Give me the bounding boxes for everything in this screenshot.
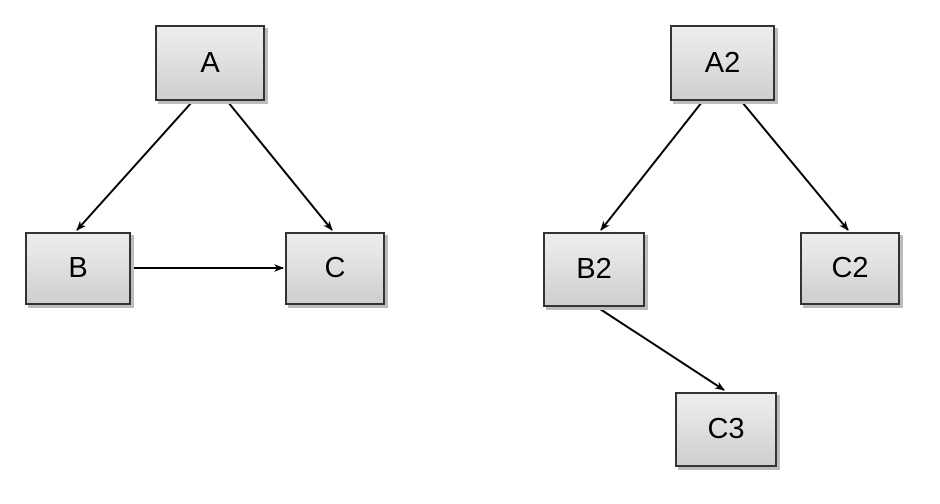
node-label: A xyxy=(200,46,220,79)
node-c[interactable]: C xyxy=(285,232,385,305)
node-label: C xyxy=(324,252,346,284)
node-label: B2 xyxy=(576,253,612,285)
node-a2[interactable]: A2 xyxy=(670,25,775,101)
node-c2[interactable]: C2 xyxy=(800,232,900,305)
edge-a-c[interactable] xyxy=(227,101,333,231)
edge-a2-c2[interactable] xyxy=(741,101,849,231)
edge-a2-b2[interactable] xyxy=(600,101,703,231)
node-label: C3 xyxy=(707,413,745,445)
edges xyxy=(76,101,849,391)
edge-b2-c3[interactable] xyxy=(599,308,725,391)
node-b2[interactable]: B2 xyxy=(543,232,645,307)
edge-a-b[interactable] xyxy=(76,101,193,231)
node-a[interactable]: A xyxy=(155,25,265,101)
node-label: A2 xyxy=(704,46,741,79)
node-label: C2 xyxy=(831,252,869,284)
node-b[interactable]: B xyxy=(25,232,131,305)
node-label: B xyxy=(68,252,88,284)
node-c3[interactable]: C3 xyxy=(675,392,777,467)
